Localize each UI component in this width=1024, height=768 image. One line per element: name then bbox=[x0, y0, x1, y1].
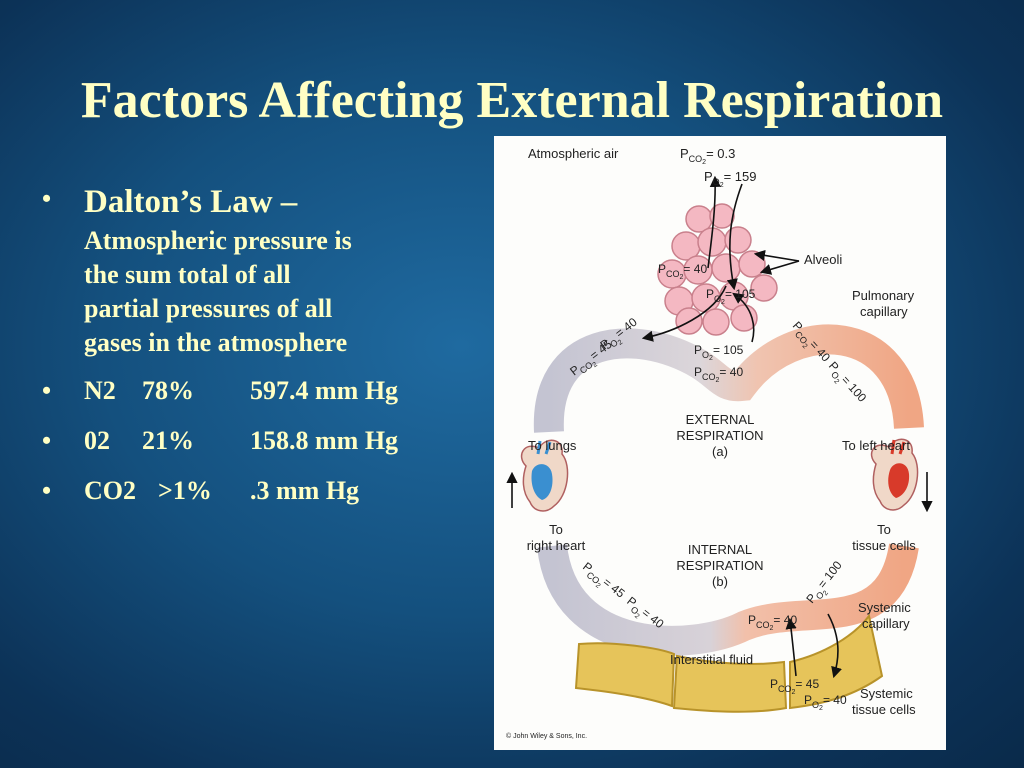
gas-pressure: 597.4 mm Hg bbox=[250, 376, 399, 405]
right-heart-icon bbox=[520, 439, 569, 512]
mid-po2-label: PO2= 105 bbox=[694, 343, 744, 362]
to-right-heart-label-2: right heart bbox=[527, 538, 586, 553]
gas-percent: >1% bbox=[158, 476, 212, 505]
respiration-diagram: Atmospheric air PCO2= 0.3 PO2= 159 Alveo… bbox=[494, 136, 946, 750]
atm-po2-label: PO2= 159 bbox=[704, 169, 757, 189]
alveolar-po2-label: PO2= 105 bbox=[706, 287, 756, 306]
gas-name: 02 bbox=[84, 426, 110, 455]
daltons-law-heading: Dalton’s Law – bbox=[84, 184, 298, 220]
copyright-notice: © John Wiley & Sons, Inc. bbox=[506, 732, 587, 740]
systemic-tissue-cells bbox=[574, 613, 884, 713]
external-respiration-label-3: (a) bbox=[712, 444, 728, 459]
external-respiration-label-2: RESPIRATION bbox=[676, 428, 763, 443]
alveolar-pco2-label: PCO2= 40 bbox=[658, 262, 707, 281]
alveoli-label: Alveoli bbox=[804, 252, 842, 267]
gas-name: CO2 bbox=[84, 476, 136, 505]
to-right-heart-label-1: To bbox=[549, 522, 563, 537]
bullet-row-o2: • 02 21% 158.8 mm Hg bbox=[42, 416, 480, 466]
internal-respiration-label-3: (b) bbox=[712, 574, 728, 589]
bullet-row-co2: • CO2 >1% .3 mm Hg bbox=[42, 466, 480, 516]
to-tissue-cells-label-1: To bbox=[877, 522, 891, 537]
pulmonary-capillary-label-2: capillary bbox=[860, 304, 908, 319]
bullet-dot: • bbox=[42, 376, 52, 405]
systemic-capillary-vessel bbox=[537, 543, 919, 656]
bullet-row-n2: • N2 78% 597.4 mm Hg bbox=[42, 366, 480, 416]
interstitial-fluid-label: Interstitial fluid bbox=[670, 652, 753, 667]
systemic-tissue-cells-label-2: tissue cells bbox=[852, 702, 916, 717]
systemic-capillary-label-1: Systemic bbox=[858, 600, 911, 615]
svg-text:PO2= 100: PO2= 100 bbox=[822, 359, 869, 409]
bullet-dot: • bbox=[42, 426, 52, 455]
bullet-daltons-law: • Dalton’s Law – Atmospheric pressure is… bbox=[40, 180, 480, 360]
pulmonary-capillary-vessel bbox=[533, 324, 924, 433]
daltons-law-text: Atmospheric pressure is the sum total of… bbox=[84, 226, 352, 357]
bullet-list: • Dalton’s Law – Atmospheric pressure is… bbox=[40, 180, 480, 516]
systemic-tissue-cells-label-1: Systemic bbox=[860, 686, 913, 701]
slide-title: Factors Affecting External Respiration bbox=[80, 72, 944, 129]
gas-pressure: 158.8 mm Hg bbox=[250, 426, 399, 455]
internal-respiration-label-2: RESPIRATION bbox=[676, 558, 763, 573]
external-respiration-label-1: EXTERNAL bbox=[686, 412, 755, 427]
internal-respiration-label-1: INTERNAL bbox=[688, 542, 752, 557]
gas-percent: 21% bbox=[142, 426, 194, 455]
right-lower-pco2-label: PCO2= 40 bbox=[748, 613, 797, 632]
gas-percent: 78% bbox=[142, 376, 194, 405]
alveoli-cluster bbox=[657, 203, 778, 336]
left-heart-icon bbox=[870, 438, 919, 511]
systemic-capillary-label-2: capillary bbox=[862, 616, 910, 631]
mid-pco2-label: PCO2= 40 bbox=[694, 365, 743, 384]
gas-pressure: .3 mm Hg bbox=[250, 476, 360, 505]
tissue-po2-label: PO2= 40 bbox=[804, 693, 847, 712]
to-tissue-cells-label-2: tissue cells bbox=[852, 538, 916, 553]
atmospheric-air-label: Atmospheric air bbox=[528, 146, 619, 161]
gas-flow-arrows bbox=[506, 175, 933, 679]
gas-name: N2 bbox=[84, 376, 116, 405]
to-left-heart-label: To left heart bbox=[842, 438, 910, 453]
respiration-diagram-svg: Atmospheric air PCO2= 0.3 PO2= 159 Alveo… bbox=[506, 146, 933, 740]
bullet-dot: • bbox=[42, 184, 52, 213]
bullet-dot: • bbox=[42, 476, 52, 505]
to-lungs-label: To lungs bbox=[528, 438, 577, 453]
pulmonary-capillary-label-1: Pulmonary bbox=[852, 288, 915, 303]
tissue-pco2-label: PCO2= 45 bbox=[770, 677, 819, 696]
atm-pco2-label: PCO2= 0.3 bbox=[680, 146, 735, 166]
